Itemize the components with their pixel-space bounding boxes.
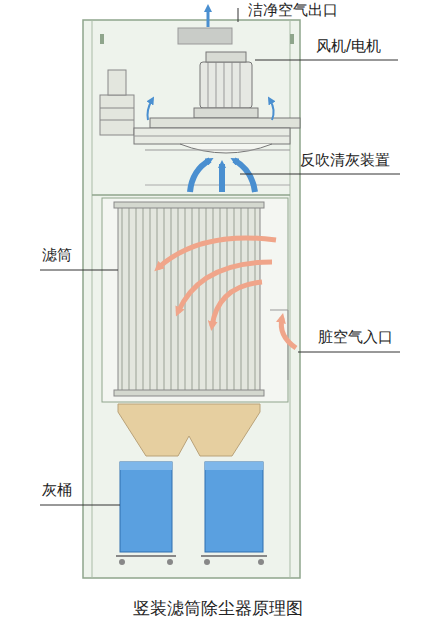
bucket-label: 灰桶 (42, 481, 72, 499)
inlet-label: 脏空气入口 (318, 328, 393, 346)
cleaning-label: 反吹清灰装置 (300, 151, 390, 169)
filter-label: 滤筒 (42, 246, 72, 264)
fan-label: 风机/电机 (316, 37, 381, 55)
outlet-label: 洁净空气出口 (248, 1, 338, 19)
caption: 竖装滤筒除尘器原理图 (133, 598, 303, 618)
